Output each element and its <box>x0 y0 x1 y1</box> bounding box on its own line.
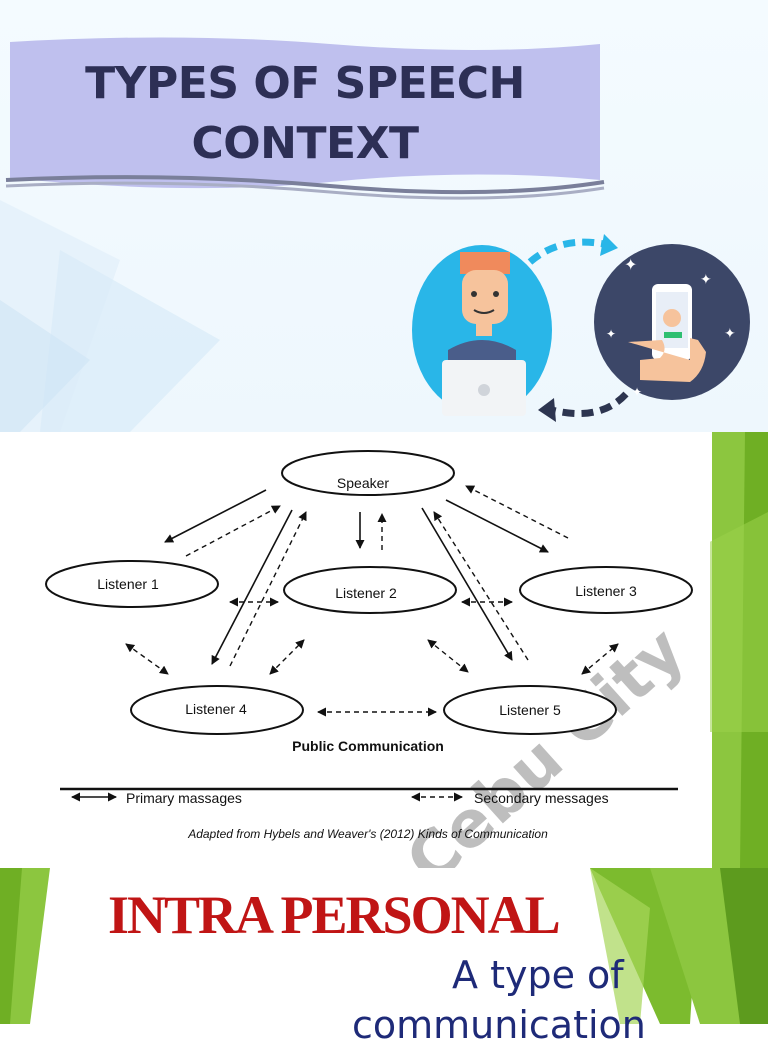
listener-2-node <box>283 566 457 614</box>
slide-public-communication: Cebu City <box>0 432 768 868</box>
slide-types-of-speech-context: ✦ ✦ ✦ ✦ ✦ TYPES OF SPEECH CONTEXT <box>0 0 768 432</box>
public-communication-diagram: Cebu City <box>0 432 768 868</box>
listener-3-label: Listener 3 <box>575 583 637 599</box>
listener-2-label: Listener 2 <box>335 585 397 601</box>
svg-text:✦: ✦ <box>606 327 616 341</box>
listener-5-node <box>443 685 617 735</box>
diagram-caption: Public Communication <box>292 738 444 754</box>
svg-text:✦: ✦ <box>632 385 642 399</box>
svg-text:✦: ✦ <box>700 272 712 288</box>
slide1-background: ✦ ✦ ✦ ✦ ✦ <box>0 37 750 432</box>
legend-primary-label: Primary massages <box>126 790 242 806</box>
svg-text:✦: ✦ <box>624 255 637 274</box>
subtitle-line-1: A type of <box>452 953 624 997</box>
listener-1-node <box>45 560 219 608</box>
phone-hand-icon: ✦ ✦ ✦ ✦ ✦ <box>594 244 750 400</box>
listener-1-label: Listener 1 <box>97 576 159 592</box>
listener-4-label: Listener 4 <box>185 701 247 717</box>
title-banner <box>10 37 600 189</box>
diagram-source: Adapted from Hybels and Weaver's (2012) … <box>187 827 548 841</box>
slide-title-line-2: CONTEXT <box>191 118 419 169</box>
speaker-label: Speaker <box>337 475 389 491</box>
listener-3-node <box>519 566 693 614</box>
legend-secondary-label: Secondary messages <box>474 790 609 806</box>
slide3-background <box>0 868 768 1024</box>
svg-text:✦: ✦ <box>724 326 736 342</box>
person-laptop-icon <box>412 245 552 416</box>
slide-title-line-1: TYPES OF SPEECH <box>85 58 525 109</box>
listener-5-label: Listener 5 <box>499 702 561 718</box>
speaker-node <box>281 450 455 496</box>
intra-personal-title: INTRA PERSONAL <box>108 885 561 945</box>
slide-intra-personal <box>0 868 768 1024</box>
subtitle-line-2: communication <box>352 1003 646 1047</box>
exchange-arrows-icon <box>527 238 605 265</box>
listener-4-node <box>130 685 304 735</box>
